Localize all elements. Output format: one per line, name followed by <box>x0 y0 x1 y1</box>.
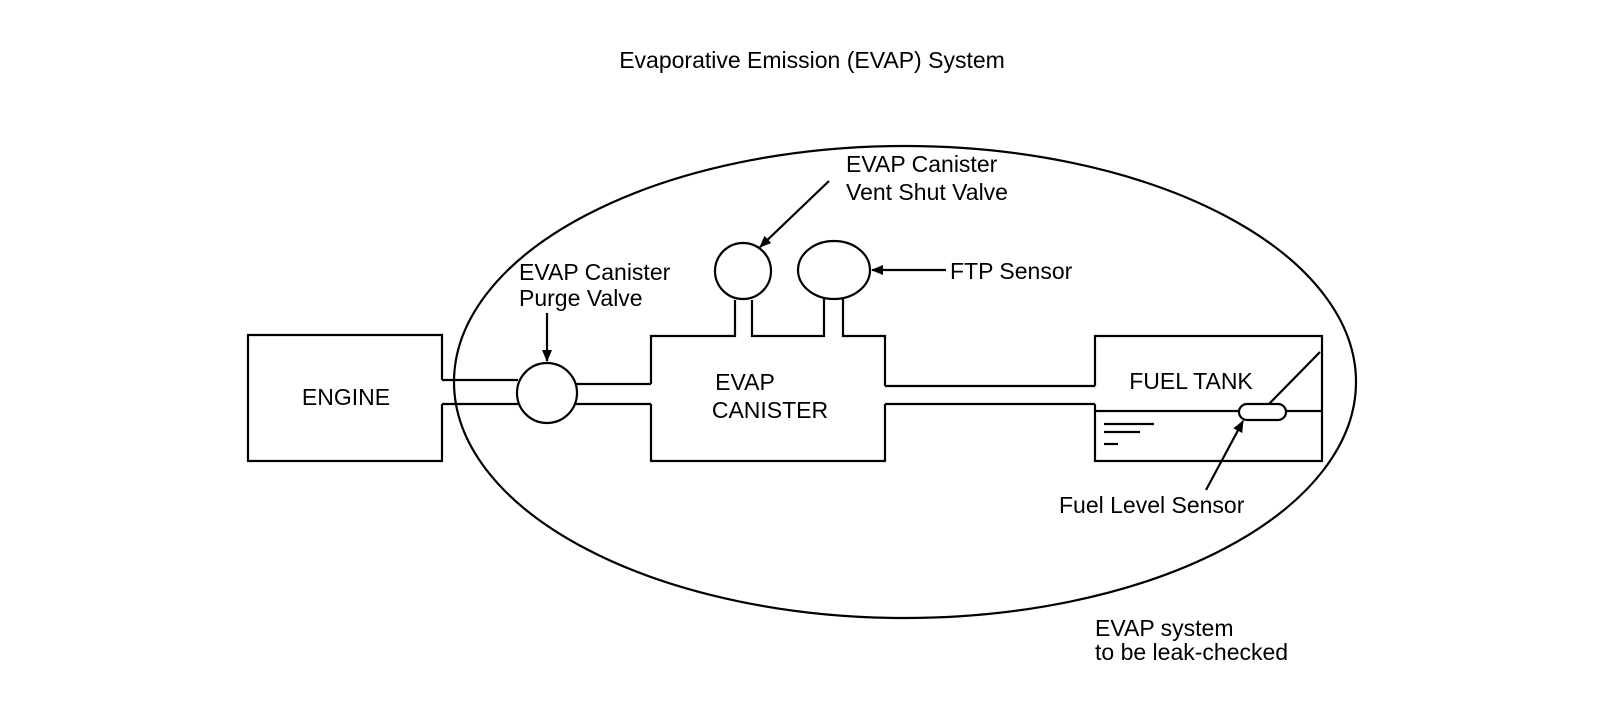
leak-check-boundary <box>452 144 1358 620</box>
vent-valve-leader <box>759 180 830 248</box>
purge-valve-callout: EVAP Canister Purge Valve <box>519 259 671 362</box>
purge-valve <box>515 361 579 425</box>
fuel-tank: FUEL TANK <box>1093 334 1324 463</box>
canister-box: EVAP CANISTER <box>649 297 887 463</box>
vent-valve-callout: EVAP Canister Vent Shut Valve <box>759 151 1008 248</box>
fuel-tank-label: FUEL TANK <box>1129 368 1253 394</box>
vent-shut-valve <box>713 241 773 301</box>
fuel-level-float <box>1237 402 1288 422</box>
purge-hose <box>442 378 518 406</box>
vent-valve-label-line2: Vent Shut Valve <box>846 179 1008 205</box>
boundary-note-line2: to be leak-checked <box>1095 639 1288 665</box>
purge-valve-label-line2: Purge Valve <box>519 285 643 311</box>
float-arm <box>1267 351 1321 406</box>
ftp-sensor-label: FTP Sensor <box>950 258 1073 284</box>
boundary-note: EVAP system to be leak-checked <box>1095 615 1288 665</box>
canister-purge-hose <box>576 382 651 406</box>
fuel-level-sensor-label: Fuel Level Sensor <box>1059 492 1245 518</box>
fuel-level-leader <box>1205 420 1244 491</box>
fuel-level-callout: Fuel Level Sensor <box>1059 420 1245 518</box>
tank-hose <box>885 384 1095 406</box>
purge-valve-label-line1: EVAP Canister <box>519 259 671 285</box>
vent-valve-label-line1: EVAP Canister <box>846 151 998 177</box>
boundary-note-line1: EVAP system <box>1095 615 1233 641</box>
canister-label-line2: CANISTER <box>712 397 828 423</box>
engine-label: ENGINE <box>302 384 390 410</box>
ftp-sensor-callout: FTP Sensor <box>871 258 1073 284</box>
ftp-sensor <box>796 239 872 301</box>
canister-label-line1: EVAP <box>715 369 775 395</box>
engine-box: ENGINE <box>246 333 444 463</box>
diagram-title: Evaporative Emission (EVAP) System <box>619 47 1005 73</box>
